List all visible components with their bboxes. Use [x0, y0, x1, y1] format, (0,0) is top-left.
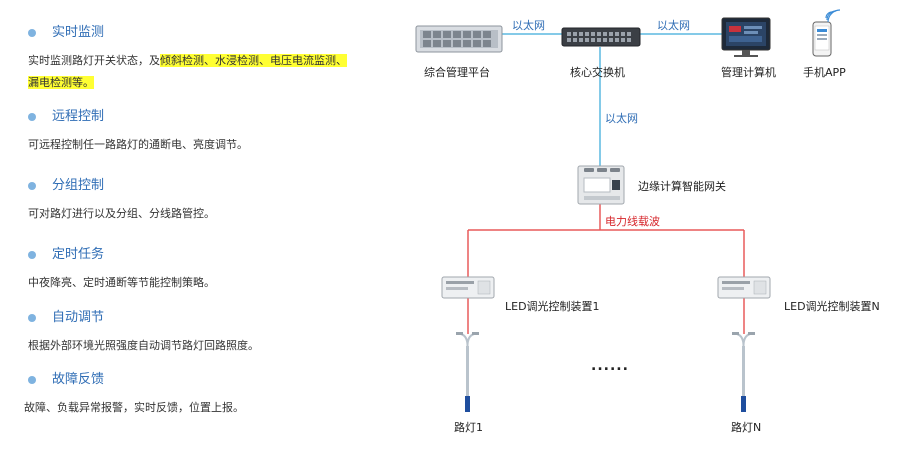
ethernet-label-1: 以太网: [512, 19, 545, 32]
feature-title: 远程控制: [52, 109, 105, 124]
feature-desc: 中夜降亮、定时通断等节能控制策略。: [28, 276, 215, 289]
server-label: 综合管理平台: [424, 66, 490, 79]
led-controller-1-icon: [441, 276, 495, 299]
feature-desc: 可对路灯进行以及分组、分线路管控。: [28, 207, 215, 220]
feature-title: 实时监测: [52, 25, 105, 40]
monitor-icon: [721, 17, 771, 57]
feature-group-control: 分组控制 可对路灯进行以及分组、分线路管控。: [28, 177, 348, 225]
led-controller-n-icon: [717, 276, 771, 299]
feature-realtime-monitoring: 实时监测 实时监测路灯开关状态，及倾斜检测、水浸检测、电压电流监测、漏电检测等。: [28, 24, 348, 94]
bullet-dot-icon: [28, 29, 36, 37]
controller-1-label: LED调光控制装置1: [505, 300, 600, 313]
feature-desc: 根据外部环境光照强度自动调节路灯回路照度。: [28, 339, 259, 352]
feature-remote-control: 远程控制 可远程控制任一路路灯的通断电、亮度调节。: [28, 108, 348, 156]
feature-title: 自动调节: [52, 310, 105, 325]
feature-title: 定时任务: [52, 247, 105, 262]
bullet-dot-icon: [28, 182, 36, 190]
controller-n-label: LED调光控制装置N: [784, 300, 880, 313]
feature-title: 故障反馈: [52, 372, 105, 387]
bullet-dot-icon: [28, 113, 36, 121]
gateway-label: 边缘计算智能网关: [638, 180, 726, 193]
lamp-n-label: 路灯N: [731, 421, 762, 434]
feature-desc: 故障、负载异常报警，实时反馈，位置上报。: [24, 401, 244, 414]
core-switch-icon: [561, 27, 641, 47]
lamp-1-label: 路灯1: [454, 421, 483, 434]
feature-desc: 实时监测路灯开关状态，及倾斜检测、水浸检测、电压电流监测、漏电检测等。: [28, 54, 347, 89]
bullet-dot-icon: [28, 314, 36, 322]
ethernet-label-3: 以太网: [605, 112, 638, 125]
switch-label: 核心交换机: [570, 66, 625, 79]
ellipsis: ......: [591, 358, 629, 374]
feature-title: 分组控制: [52, 178, 105, 193]
phone-label: 手机APP: [803, 66, 846, 79]
plc-label: 电力线载波: [605, 215, 660, 228]
ethernet-label-2: 以太网: [657, 19, 690, 32]
gateway-icon: [577, 165, 625, 205]
feature-desc: 可远程控制任一路路灯的通断电、亮度调节。: [28, 138, 248, 151]
street-lamp-1-icon: [456, 332, 479, 412]
feature-fault-feedback: 故障反馈 故障、负载异常报警，实时反馈，位置上报。: [24, 371, 348, 419]
feature-scheduled-task: 定时任务 中夜降亮、定时通断等节能控制策略。: [28, 246, 348, 294]
street-lamp-n-icon: [732, 332, 755, 412]
bullet-dot-icon: [28, 376, 36, 384]
phone-icon: [812, 9, 841, 57]
pc-label: 管理计算机: [721, 66, 776, 79]
feature-auto-adjust: 自动调节 根据外部环境光照强度自动调节路灯回路照度。: [28, 309, 348, 357]
bullet-dot-icon: [28, 251, 36, 259]
server-rack-icon: [415, 25, 503, 53]
